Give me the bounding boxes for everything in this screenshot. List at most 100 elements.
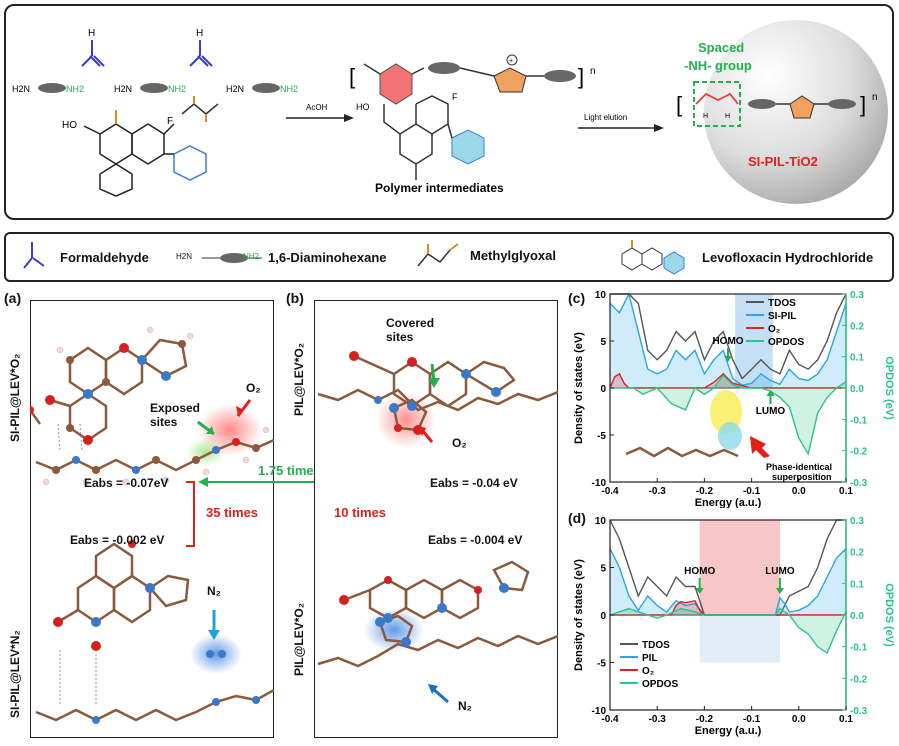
svg-text:]: ] (860, 92, 866, 117)
svg-text:H2N: H2N (114, 84, 132, 94)
annotation-arrowhead (695, 588, 704, 594)
x-tick-label: 0.1 (839, 714, 853, 725)
panel-a-eabs-bottom: Eabs = -0.002 eV (70, 533, 165, 547)
reaction-arrow-2 (578, 124, 664, 132)
y2-tick-label: -0.3 (850, 478, 868, 489)
panel-c-tag: (c) (568, 290, 586, 306)
legend-box (4, 232, 894, 282)
panel-a-label-bottom: SI-PIL@LEV*N₂ (8, 630, 22, 718)
y2-axis-label: OPDOS (eV) (883, 583, 895, 647)
panel-a-tag: (a) (4, 290, 22, 306)
h2n-label: H2N (12, 84, 30, 94)
nh-label-2: H (725, 113, 730, 120)
series-line-tdos (610, 293, 847, 380)
annotation-lumo: LUMO (765, 566, 795, 577)
legend-h2n: H2N (176, 252, 193, 261)
acid-ho-label: HO (62, 120, 77, 131)
spaced-nh-box (693, 81, 741, 127)
legend-label-methylglyoxal: Methylglyoxal (470, 248, 556, 263)
x-tick-label: 0.0 (792, 486, 806, 497)
diamine-structure-2: H2N NH2 (114, 83, 186, 94)
product-polymer-structure: [ ] n (676, 92, 878, 119)
svg-text:[: [ (349, 64, 355, 89)
aldehyde-h-label: H (88, 28, 95, 39)
legend-label-diaminohexane: 1,6-Diaminohexane (268, 250, 387, 265)
legend-label: OPDOS (768, 337, 804, 348)
annotation-arrowhead (766, 390, 775, 396)
legend-label: OPDOS (642, 679, 678, 690)
panel-b-tag: (b) (286, 290, 304, 306)
annotation-arrowhead (775, 588, 784, 594)
legend-label: SI-PIL (768, 311, 796, 322)
y2-tick-label: -0.2 (850, 447, 868, 458)
svg-text:NH2: NH2 (280, 84, 298, 94)
legend-label-levofloxacin: Levofloxacin Hydrochloride (702, 250, 874, 265)
x-tick-label: 0.0 (792, 714, 806, 725)
legend-label: TDOS (642, 640, 670, 651)
annotation-homo: HOMO (712, 336, 743, 347)
series-line-sipil (609, 292, 847, 386)
y2-tick-label: 0.3 (850, 516, 864, 527)
legend-label: PIL (642, 653, 658, 664)
panel-a-n2-label: N₂ (207, 584, 221, 598)
legend-icons (23, 240, 685, 275)
synthesis-scheme: H H H2N NH2 H2N NH2 H2N NH2 HO F (12, 20, 888, 204)
methylglyoxal-structure (181, 96, 219, 122)
diamine-structure: H2N NH2 (12, 83, 84, 94)
series-fill-opdos (610, 608, 846, 653)
acoh-label: AcOH (306, 103, 328, 112)
series-line-tdos (609, 519, 846, 616)
x-axis-label: Energy (a.u.) (695, 725, 762, 737)
panel-b-covered-label: Covered sites (386, 316, 435, 344)
between-ratio: 1.75 times (258, 463, 321, 478)
y2-axis-label: OPDOS (eV) (883, 356, 895, 420)
spaced-label-line2: -NH- group (684, 58, 752, 73)
x-axis-label: Energy (a.u.) (695, 497, 762, 508)
series-line-o (609, 372, 846, 389)
y-axis-label: Density of states (eV) (573, 559, 585, 671)
fluoro-label-2: F (452, 92, 458, 102)
svg-text:n: n (590, 66, 596, 77)
svg-text:NH2: NH2 (168, 84, 186, 94)
levofloxacin-icon (621, 240, 685, 275)
aldehyde-h-label-2: H (196, 28, 203, 39)
x-tick-label: -0.2 (696, 486, 714, 497)
panel-b-eabs-bottom: Eabs = -0.004 eV (428, 533, 523, 547)
annotation-superposition-line1: Phase-identical (766, 462, 832, 472)
legend-label: O₂ (768, 324, 780, 335)
annotation-superposition-line2: superposition (772, 472, 832, 482)
nh2-label: NH2 (66, 84, 84, 94)
svg-text:n: n (872, 92, 878, 103)
nh-label: H (703, 113, 708, 120)
y-tick-label: 5 (600, 564, 606, 575)
legend-label-formaldehyde: Formaldehyde (60, 250, 149, 265)
series-fill-pil (610, 548, 846, 615)
orbital-lobe-cyan (718, 422, 742, 450)
svg-text:]: ] (578, 64, 584, 89)
panel-a-molecules (30, 326, 274, 724)
x-tick-label: -0.4 (601, 714, 619, 725)
legend-label: TDOS (768, 298, 796, 309)
x-tick-label: 0.1 (839, 486, 853, 497)
series-line-opdos (609, 607, 847, 655)
y2-tick-label: 0.0 (850, 611, 864, 622)
intermediate-label: Polymer intermediates (375, 181, 504, 195)
series-fill-opdos (610, 375, 846, 454)
reaction-arrow-1 (286, 114, 354, 122)
x-tick-label: -0.2 (696, 714, 714, 725)
formaldehyde-structure (81, 40, 105, 67)
polymer-intermediate-structure: [ + ] n (349, 54, 596, 180)
product-label: SI-PIL-TiO2 (748, 154, 818, 169)
y-tick-label: -5 (597, 659, 606, 670)
panel-a-eabs-top: Eabs = -0.07eV (84, 476, 169, 490)
y2-tick-label: 0.2 (850, 321, 864, 332)
y-tick-label: 10 (595, 516, 607, 527)
panel-b-ratio: 10 times (334, 505, 387, 520)
y-tick-label: 0 (600, 384, 606, 395)
ho-label: HO (356, 102, 370, 112)
spaced-label-line1: Spaced (698, 40, 744, 55)
panel-a-o2-label: O₂ (246, 381, 261, 395)
panel-b-label-top: PIL@LEV*O₂ (292, 342, 306, 416)
formaldehyde-icon (23, 242, 45, 269)
y2-tick-label: -0.3 (850, 706, 868, 717)
